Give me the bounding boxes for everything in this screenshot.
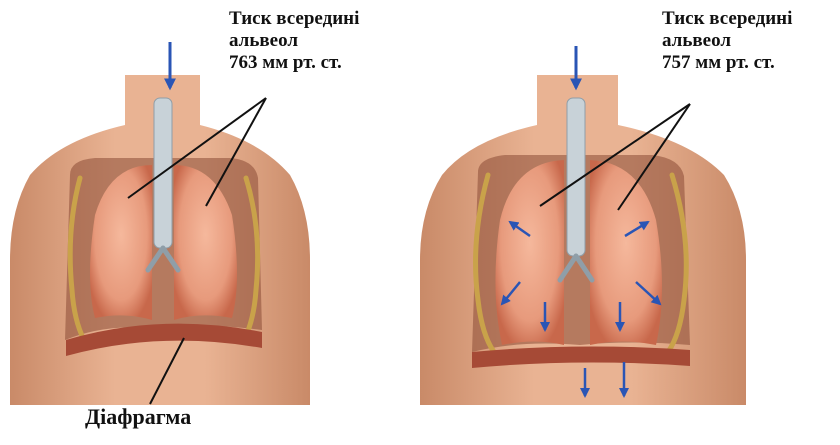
pressure-value: 763 мм рт. ст. xyxy=(229,52,359,74)
torso-left xyxy=(10,42,310,405)
pressure-label-line: Тиск всередині xyxy=(229,8,359,30)
pressure-label-exhale: Тиск всередині альвеол 763 мм рт. ст. xyxy=(229,8,359,74)
pressure-label-line: альвеол xyxy=(662,30,792,52)
diaphragm-label: Діафрагма xyxy=(85,404,191,429)
torso-right xyxy=(420,46,746,405)
pressure-label-line: альвеол xyxy=(229,30,359,52)
pressure-label-inhale: Тиск всередині альвеол 757 мм рт. ст. xyxy=(662,8,792,74)
pressure-value: 757 мм рт. ст. xyxy=(662,52,792,74)
pressure-label-line: Тиск всередині xyxy=(662,8,792,30)
